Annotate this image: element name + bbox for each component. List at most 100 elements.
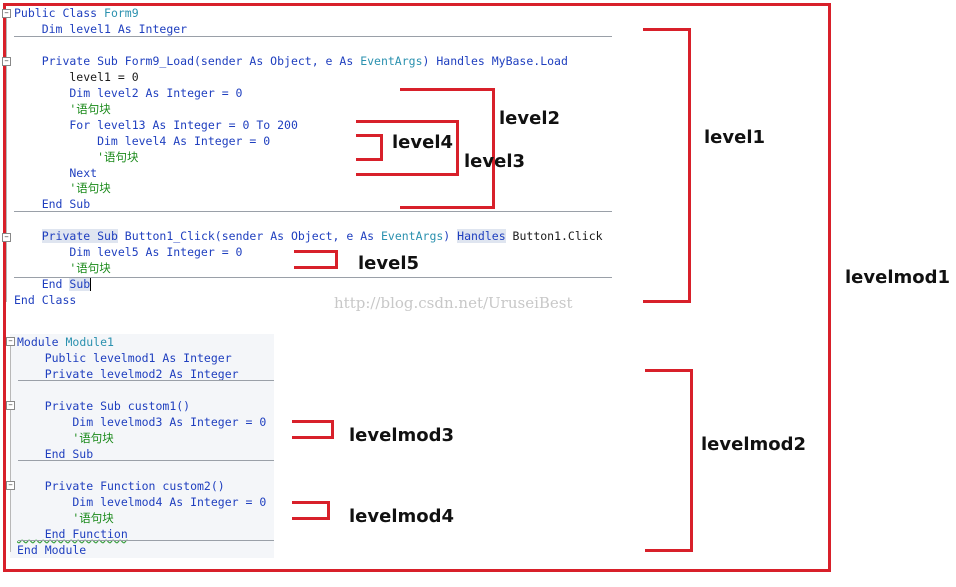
code-line: For level13 As Integer = 0 To 200 [14, 118, 298, 133]
bracket-level3 [356, 120, 459, 176]
code-token: ) Handles MyBase.Load [422, 53, 568, 68]
collapse-icon[interactable]: − [2, 9, 11, 18]
code-token: '语句块 [14, 181, 111, 196]
code-token: End Sub [14, 197, 91, 212]
code-token: Dim level1 As Integer [14, 21, 188, 36]
code-token: level1 = 0 [14, 69, 139, 84]
separator [14, 211, 612, 212]
code-line: '语句块 [14, 261, 111, 276]
code-token: EventArgs [360, 53, 423, 68]
code-line: End Module [17, 543, 86, 558]
code-token: Button1.Click [505, 229, 603, 244]
separator [18, 380, 274, 381]
code-line: '语句块 [17, 431, 114, 446]
code-token: Button1_Click(sender As Object, e As [117, 229, 381, 244]
code-token: End [14, 277, 70, 292]
code-token: Dim level4 As Integer = 0 [14, 133, 271, 148]
code-line: Next [14, 166, 97, 181]
bracket-level1 [643, 28, 691, 303]
code-token: Private Sub custom1() [17, 399, 191, 413]
code-token: Private Function custom2() [17, 479, 225, 493]
code-line: level1 = 0 [14, 69, 139, 85]
code-token [14, 229, 42, 243]
label-levelmod1: levelmod1 [845, 267, 951, 288]
bracket-levelmod2 [645, 369, 693, 552]
text-caret [90, 278, 92, 292]
code-token: Public Class [14, 6, 105, 20]
code-token: Private Sub [41, 229, 118, 244]
code-token: '语句块 [14, 261, 111, 276]
code-token: '语句块 [17, 511, 114, 525]
collapse-icon[interactable]: − [6, 337, 15, 346]
code-line: End Sub [14, 277, 92, 292]
fold-gutter [6, 12, 16, 302]
code-line: End Sub [17, 447, 93, 462]
code-token: '语句块 [17, 431, 114, 445]
code-token: End Module [17, 543, 87, 557]
label-level3: level3 [464, 151, 526, 172]
label-levelmod3: levelmod3 [349, 425, 455, 446]
code-token: '语句块 [14, 149, 139, 164]
code-token: Form9 [104, 6, 139, 20]
watermark: http://blog.csdn.net/UruseiBest [334, 294, 573, 312]
separator [14, 36, 612, 37]
code-line: Private levelmod2 As Integer [17, 367, 239, 382]
code-token: Private levelmod2 As Integer [17, 367, 239, 381]
code-token: Handles [457, 229, 506, 244]
collapse-icon[interactable]: − [6, 481, 15, 490]
code-line: '语句块 [14, 149, 139, 165]
label-level2: level2 [499, 108, 561, 129]
fold-gutter [10, 340, 20, 552]
code-line: '语句块 [14, 101, 111, 117]
code-token: Dim level2 As Integer = 0 [14, 85, 243, 100]
code-line: Private Function custom2() [17, 479, 225, 494]
code-line: Public Class Form9 [14, 6, 139, 21]
collapse-icon[interactable]: − [2, 57, 11, 66]
separator [18, 540, 274, 541]
separator [18, 460, 274, 461]
bracket-levelmod4 [292, 501, 330, 520]
code-token: Dim levelmod3 As Integer = 0 [17, 415, 267, 429]
bracket-levelmod3 [292, 420, 334, 439]
label-levelmod2: levelmod2 [701, 434, 807, 455]
code-line: Private Sub custom1() [17, 399, 190, 414]
code-line: End Function [17, 527, 128, 542]
bracket-level4 [356, 134, 383, 161]
code-line: Dim level4 As Integer = 0 [14, 134, 270, 149]
code-line: Dim level2 As Integer = 0 [14, 86, 242, 101]
code-token: For level13 As Integer = 0 To 200 [14, 117, 298, 132]
code-token: Private Sub Form9_Load(sender As Object,… [14, 53, 361, 68]
separator [14, 277, 612, 278]
code-token: EventArgs [380, 229, 444, 244]
levelmod1-frame [3, 3, 831, 572]
code-token: End Class [14, 293, 77, 308]
code-token: Next [14, 165, 98, 180]
label-level5: level5 [358, 253, 420, 274]
collapse-icon[interactable]: − [2, 233, 11, 242]
code-line: '语句块 [14, 181, 111, 196]
collapse-icon[interactable]: − [6, 401, 15, 410]
bracket-level5 [294, 250, 338, 269]
code-token: Module [17, 335, 66, 349]
bracket-level2 [400, 88, 495, 209]
code-line: Module Module1 [17, 335, 114, 350]
code-token: Dim levelmod4 As Integer = 0 [17, 495, 267, 509]
label-level1: level1 [704, 127, 766, 148]
code-line: Public levelmod1 As Integer [17, 351, 232, 366]
class-code-panel: Public Class Form9 Dim level1 As Integer… [2, 6, 612, 308]
code-token: Module1 [65, 335, 114, 349]
code-token: '语句块 [14, 101, 111, 116]
code-token: Dim level5 As Integer = 0 [14, 245, 243, 260]
code-token: ) [443, 229, 458, 244]
label-levelmod4: levelmod4 [349, 506, 455, 527]
code-line: Private Sub Button1_Click(sender As Obje… [14, 229, 603, 244]
code-line: Dim level1 As Integer [14, 22, 187, 37]
code-line: Dim level5 As Integer = 0 [14, 245, 242, 260]
code-line: Dim levelmod3 As Integer = 0 [17, 415, 266, 430]
code-token: End Function [17, 527, 128, 541]
code-token: End Sub [17, 447, 94, 461]
code-line: End Sub [14, 197, 90, 212]
code-token: Sub [69, 277, 91, 292]
label-level4: level4 [392, 132, 454, 153]
code-token: Public levelmod1 As Integer [17, 351, 232, 365]
